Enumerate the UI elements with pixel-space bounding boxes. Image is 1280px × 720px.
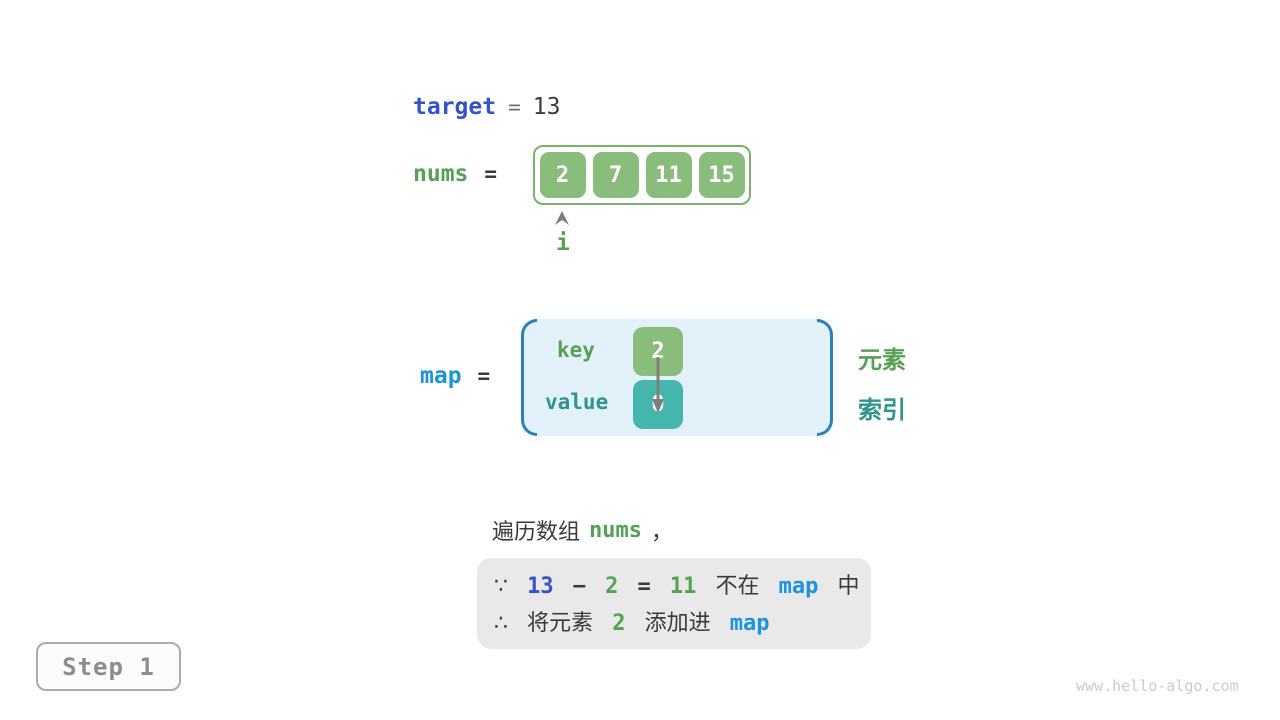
minuend: 13 — [527, 574, 554, 599]
nums-keyword: nums — [413, 161, 469, 187]
value-label: value — [545, 390, 609, 414]
note-line-1: ∵ 13 − 2 = 11 不在 map 中 — [494, 568, 871, 605]
key-to-value-arrow-icon — [652, 357, 664, 413]
step-badge: Step 1 — [36, 642, 181, 691]
because-symbol: ∵ — [494, 573, 508, 598]
array-cell: 15 — [698, 152, 745, 198]
equals-operator: = — [637, 574, 651, 599]
target-keyword: target — [413, 94, 497, 120]
caption-line: 遍历数组 nums ， — [492, 514, 673, 546]
pointer-i-label: i — [556, 230, 570, 256]
array-cell: 11 — [645, 152, 692, 198]
index-annotation: 索引 — [858, 397, 906, 424]
caption-nums-code: nums — [589, 517, 642, 543]
map-label: map = — [420, 363, 490, 389]
map-code-ref: map — [729, 611, 770, 636]
nums-equals: = — [484, 162, 498, 186]
not-in-text: 不在 — [715, 573, 760, 598]
add-middle-text: 添加进 — [644, 610, 711, 635]
watermark: www.hello-algo.com — [1076, 677, 1239, 695]
add-prefix-text: 将元素 — [527, 610, 594, 635]
map-box: key 2 value 0 — [521, 319, 833, 436]
note-box: ∵ 13 − 2 = 11 不在 map 中 ∴ 将元素 2 添加进 map — [477, 558, 871, 649]
map-equals: = — [477, 364, 491, 388]
caption-comma: ， — [651, 519, 674, 544]
map-code-ref: map — [778, 574, 819, 599]
array-cell: 2 — [539, 152, 586, 198]
key-label: key — [557, 338, 595, 362]
target-line: target = 13 — [413, 94, 560, 120]
map-left-bracket — [521, 319, 537, 436]
subtrahend: 2 — [605, 574, 619, 599]
target-equals: = — [508, 95, 521, 119]
map-keyword: map — [420, 363, 462, 389]
array-cell: 7 — [592, 152, 639, 198]
note-line-2: ∴ 将元素 2 添加进 map — [494, 605, 871, 642]
pointer-up-arrow-icon — [555, 211, 569, 225]
element-annotation: 元素 — [858, 347, 906, 374]
target-value: 13 — [532, 94, 561, 120]
nums-array: 2 7 11 15 — [533, 145, 751, 205]
caption-prefix: 遍历数组 — [492, 519, 581, 544]
therefore-symbol: ∴ — [494, 610, 508, 635]
difference: 11 — [669, 574, 697, 599]
nums-label: nums = — [413, 161, 497, 187]
in-suffix-text: 中 — [837, 573, 860, 598]
minus-operator: − — [572, 574, 586, 599]
added-element: 2 — [612, 611, 626, 636]
map-right-bracket — [817, 319, 833, 436]
